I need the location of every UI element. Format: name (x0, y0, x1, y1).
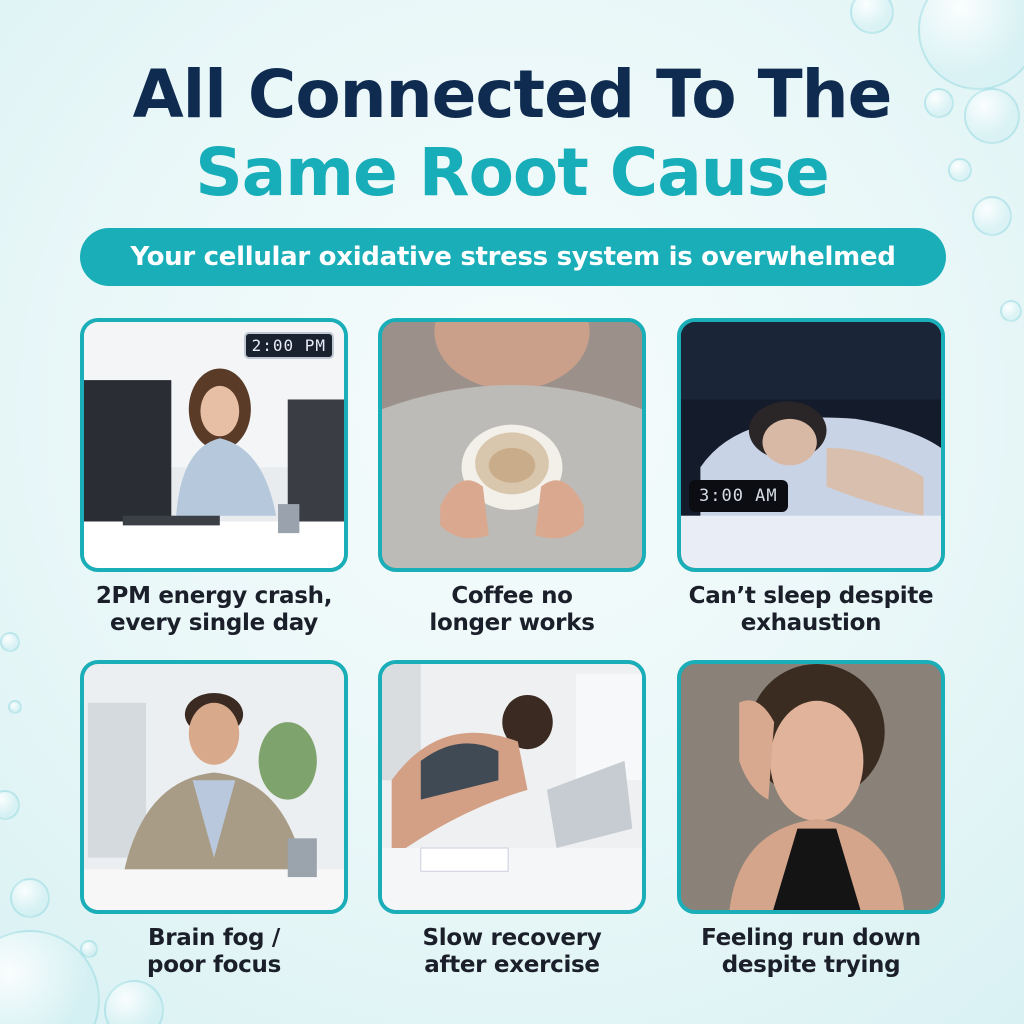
bubble-decoration (1000, 300, 1022, 322)
caption-line: 2PM energy crash, (95, 583, 333, 609)
bubble-decoration (924, 88, 954, 118)
caption-line: Can’t sleep despite (688, 583, 934, 609)
caption-line: longer works (429, 610, 595, 636)
bubble-decoration (850, 0, 894, 34)
bubble-decoration (80, 940, 98, 958)
office-woman-illustration (84, 322, 344, 568)
caption-brain-fog: Brain fog / poor focus (64, 925, 364, 979)
page-subtitle: Same Root Cause (195, 134, 830, 211)
sleepless-woman-illustration (681, 322, 941, 568)
bubble-decoration (0, 632, 20, 652)
card-coffee-image (378, 318, 646, 572)
caption-run-down: Feeling run down despite trying (661, 925, 961, 979)
card-energy-crash-image: 2:00 PM (80, 318, 348, 572)
bubble-decoration (104, 980, 164, 1024)
caption-coffee: Coffee no longer works (362, 583, 662, 637)
caption-line: Slow recovery (422, 925, 602, 951)
bubble-decoration (948, 158, 972, 182)
caption-energy-crash: 2PM energy crash, every single day (64, 583, 364, 637)
bubble-decoration (10, 878, 50, 918)
alarm-clock-display: 3:00 AM (689, 480, 788, 512)
bubble-decoration (972, 196, 1012, 236)
caption-line: after exercise (424, 952, 600, 978)
bubble-decoration (8, 700, 22, 714)
stressed-man-illustration (84, 664, 344, 910)
bubble-decoration (964, 88, 1020, 144)
card-recovery-image (378, 660, 646, 914)
info-banner: Your cellular oxidative stress system is… (80, 228, 946, 286)
card-sleep-image: 3:00 AM (677, 318, 945, 572)
card-brain-fog-image (80, 660, 348, 914)
caption-sleep: Can’t sleep despite exhaustion (661, 583, 961, 637)
bubble-decoration (0, 790, 20, 820)
caption-line: every single day (110, 610, 318, 636)
coffee-cup-illustration (382, 322, 642, 568)
exhausted-woman-illustration (681, 664, 941, 910)
page-title: All Connected To The (132, 56, 893, 133)
caption-line: exhaustion (740, 610, 882, 636)
caption-recovery: Slow recovery after exercise (362, 925, 662, 979)
caption-line: Feeling run down (701, 925, 921, 951)
tired-athlete-illustration (382, 664, 642, 910)
caption-line: Brain fog / (147, 925, 281, 951)
caption-line: Coffee no (451, 583, 573, 609)
clock-display: 2:00 PM (243, 332, 334, 359)
caption-line: poor focus (147, 952, 281, 978)
card-run-down-image (677, 660, 945, 914)
caption-line: despite trying (721, 952, 901, 978)
